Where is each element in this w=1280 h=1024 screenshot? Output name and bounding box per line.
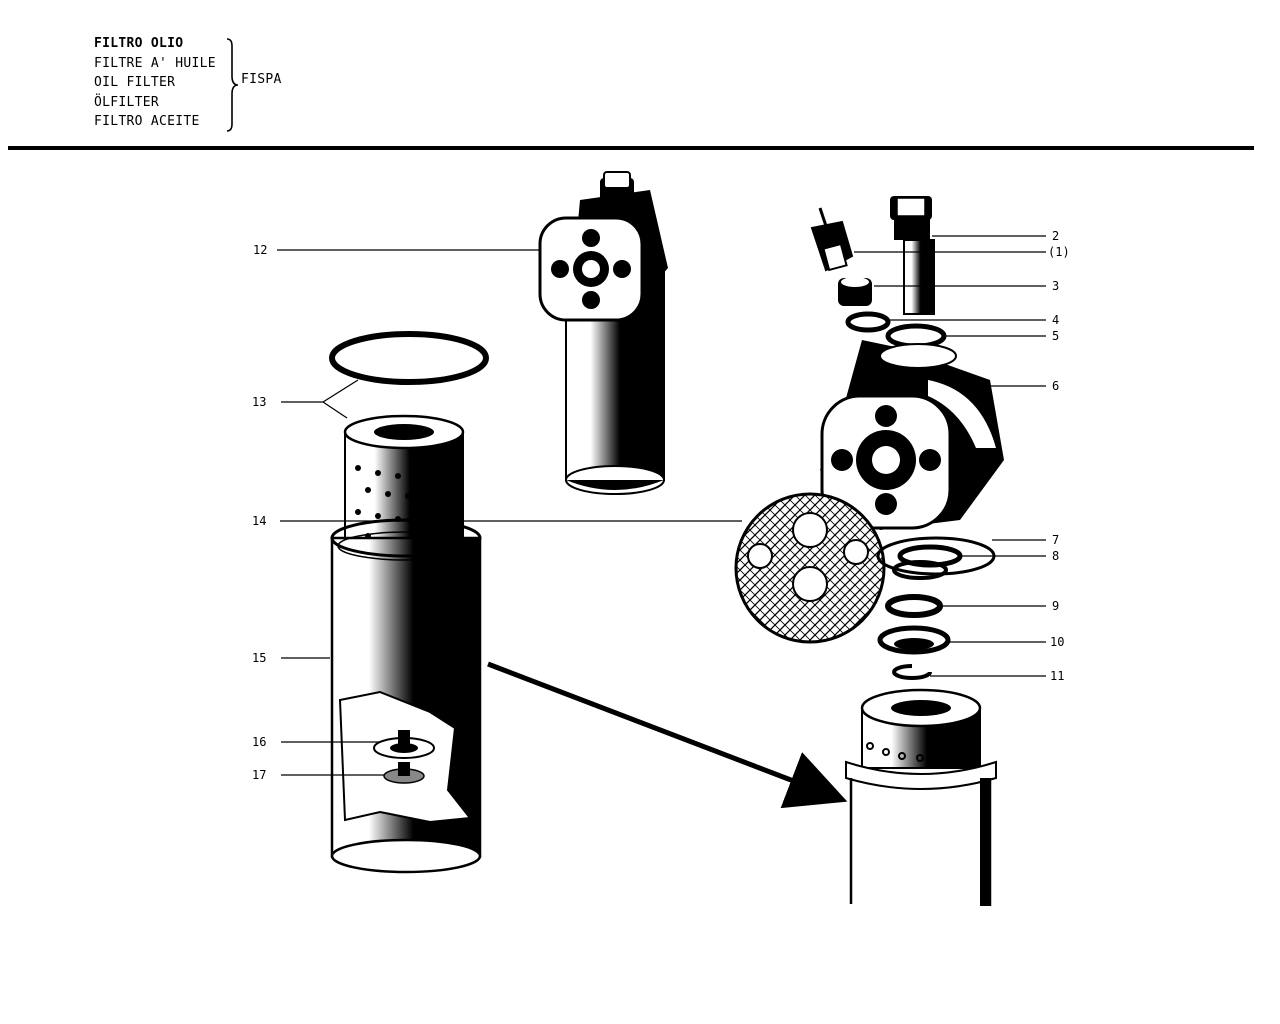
banjo-bolt — [890, 196, 935, 315]
spring-coil — [892, 560, 948, 580]
callout-13: 13 — [252, 395, 266, 409]
callout-2: 2 — [1052, 229, 1059, 243]
callout-6: 6 — [1052, 379, 1059, 393]
title-italian: FILTRO OLIO — [94, 36, 184, 51]
callout-7: 7 — [1052, 533, 1059, 547]
mesh-screen — [734, 492, 886, 644]
callout-14: 14 — [252, 514, 266, 528]
circlip-11 — [892, 664, 932, 680]
callout-11: 11 — [1050, 669, 1064, 683]
callout-9: 9 — [1052, 599, 1059, 613]
oil-pressure-sender — [810, 207, 854, 272]
title-spanish: FILTRO ACEITE — [94, 114, 200, 129]
filter-head — [820, 340, 1004, 530]
washer-9 — [885, 594, 943, 618]
callout-note-1: (1) — [1048, 245, 1070, 259]
gasket-ring — [329, 331, 489, 385]
valve-cup-10 — [877, 625, 951, 655]
callout-17: 17 — [252, 768, 266, 782]
header-rule — [8, 146, 1254, 150]
brace-icon — [226, 38, 239, 132]
manufacturer-label: FISPA — [241, 72, 282, 87]
title-block: FILTRO OLIO FILTRE A' HUILE OIL FILTER Ö… — [94, 34, 216, 132]
title-german: ÖLFILTER — [94, 94, 160, 110]
assembled-filter — [538, 171, 668, 495]
washer-5 — [885, 323, 947, 349]
title-english: OIL FILTER — [94, 75, 176, 90]
assembly-arrow — [487, 661, 848, 809]
washer-4 — [845, 311, 891, 333]
callout-15: 15 — [252, 651, 266, 665]
filter-canister — [330, 518, 482, 874]
leader-lines — [277, 235, 1046, 776]
callout-10: 10 — [1050, 635, 1064, 649]
installed-element — [845, 688, 997, 906]
callout-12: 12 — [253, 243, 267, 257]
callout-8: 8 — [1052, 549, 1059, 563]
callout-5: 5 — [1052, 329, 1059, 343]
callout-3: 3 — [1052, 279, 1059, 293]
callout-16: 16 — [252, 735, 266, 749]
title-french: FILTRE A' HUILE — [94, 55, 216, 71]
adapter-nut — [838, 277, 872, 306]
callout-4: 4 — [1052, 313, 1059, 327]
